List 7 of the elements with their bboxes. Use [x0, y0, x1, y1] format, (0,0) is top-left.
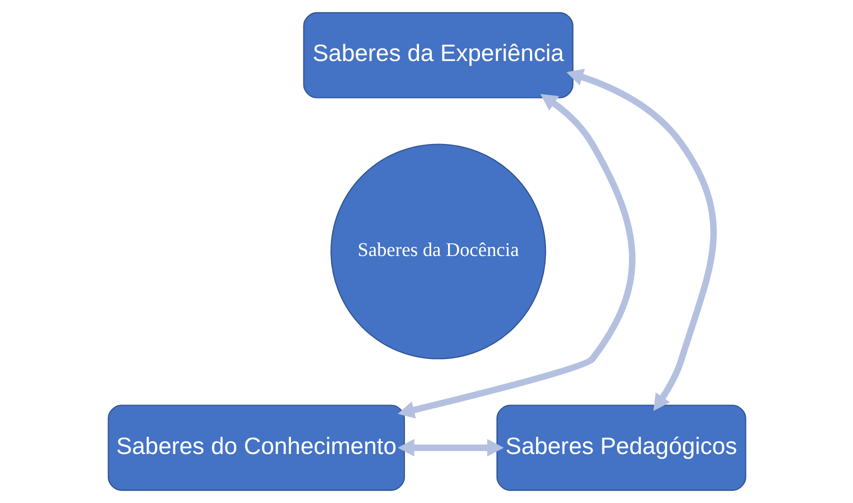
arrow [397, 94, 635, 419]
node-box: Saberes do Conhecimento [107, 404, 404, 491]
node-box: Saberes da Experiência [302, 12, 573, 98]
node-circle: Saberes da Docência [330, 144, 546, 360]
arrow [566, 68, 716, 411]
arrow [397, 439, 504, 457]
node-box: Saberes Pedagógicos [496, 404, 746, 491]
